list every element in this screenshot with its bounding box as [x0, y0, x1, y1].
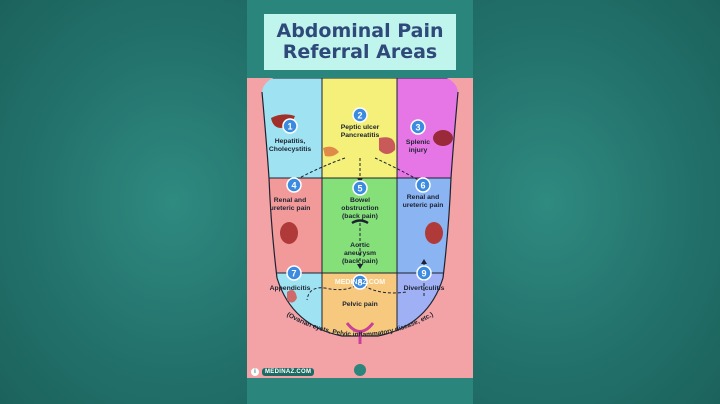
kidney-left-icon — [280, 222, 298, 244]
region-5-label: Bowel — [350, 197, 370, 204]
badge-number-7: 7 — [291, 269, 296, 279]
background-right — [473, 0, 720, 404]
region-3-label: injury — [409, 147, 428, 154]
region-4-label: ureteric pain — [270, 205, 311, 212]
watermark-center: MEDINAZ.COM — [335, 279, 385, 286]
badge-circle-2 — [352, 107, 368, 123]
medinaz-logo: i — [251, 368, 259, 376]
region-3-label: Splenic — [406, 139, 430, 146]
aortic-aneurysm-label: Aortic — [350, 242, 370, 249]
liver-icon — [271, 114, 295, 128]
footer-site: MEDINAZ.COM — [262, 368, 315, 376]
region-9-label: Diverticulitis — [404, 285, 445, 292]
badge-circle-6 — [415, 177, 431, 193]
badge-circle-1 — [282, 118, 298, 134]
region-5-label: obstruction — [341, 205, 378, 212]
badge-number-9: 9 — [421, 269, 426, 279]
badge-number-8: 8 — [357, 278, 362, 288]
infographic-card: Abdominal Pain Referral Areas — [247, 0, 473, 404]
badge-circle-4 — [286, 177, 302, 193]
region-8-label: Pelvic pain — [342, 301, 378, 308]
badge-number-2: 2 — [357, 111, 362, 121]
title-line-1: Abdominal Pain — [276, 20, 444, 42]
region-4-label: Renal and — [274, 197, 306, 204]
region-6-label: Renal and — [407, 194, 439, 201]
region-1-label: Hepatitis, — [275, 138, 306, 145]
pancreas-icon — [323, 146, 339, 157]
badge-circle-3 — [410, 119, 426, 135]
background-left — [0, 0, 247, 404]
badge-number-5: 5 — [357, 184, 362, 194]
region-2 — [321, 78, 398, 179]
badge-number-1: 1 — [287, 122, 292, 132]
aorta-icon — [351, 219, 369, 225]
referral-arrows — [291, 157, 425, 301]
badge-circle-5 — [352, 180, 368, 196]
navel-shadow — [354, 364, 366, 376]
region-5-label: (back pain) — [342, 213, 378, 220]
kidney-right-icon — [425, 222, 443, 244]
badge-circle-7 — [286, 265, 302, 281]
region-1-label: Cholecystitis — [269, 146, 312, 153]
badge-circle-9 — [416, 265, 432, 281]
aortic-aneurysm-label: (back pain) — [342, 258, 378, 265]
title-box: Abdominal Pain Referral Areas — [264, 14, 456, 70]
badge-circle-8 — [352, 274, 368, 290]
region-3 — [396, 78, 458, 179]
region-2-label: Pancreatitis — [341, 132, 380, 139]
abdomen-diagram: 1 2 3 4 5 6 7 8 9 Hepatitis,Cholecystitis Peptic … — [247, 78, 473, 378]
badge-number-4: 4 — [291, 181, 296, 191]
region-2-label: Peptic ulcer — [341, 124, 380, 131]
uterus-icon — [345, 322, 375, 344]
title-line-2: Referral Areas — [282, 41, 438, 63]
spleen-icon — [433, 130, 453, 146]
stomach-icon — [379, 137, 396, 154]
region-7-label: Appendicitis — [270, 285, 311, 292]
badge-number-6: 6 — [420, 181, 425, 191]
badge-number-3: 3 — [415, 123, 420, 133]
aortic-aneurysm-label: aneurysm — [344, 250, 376, 257]
footer: i MEDINAZ.COM — [251, 367, 315, 377]
appendix-icon — [287, 290, 297, 303]
region-labels: Hepatitis,Cholecystitis Peptic ulcerPancr… — [269, 124, 445, 308]
region-6-label: ureteric pain — [403, 202, 444, 209]
badges: 1 2 3 4 5 6 7 8 9 — [282, 107, 432, 290]
